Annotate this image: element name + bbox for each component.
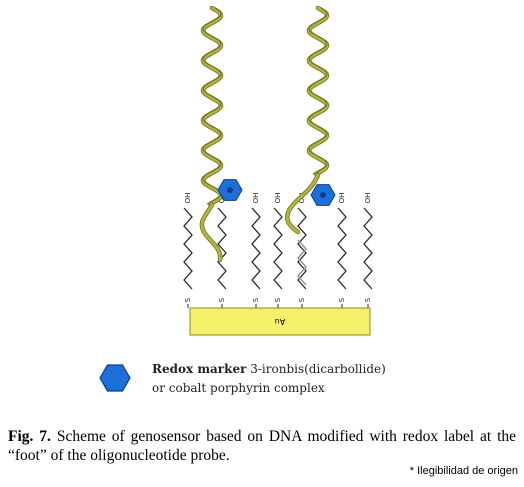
caption-text: Scheme of genosensor based on DNA modifi… — [8, 428, 517, 464]
alkanethiol-chain: SOH — [296, 193, 308, 308]
thiol-label: S — [274, 297, 282, 302]
thiol-label: S — [252, 297, 260, 302]
chain-zigzag — [217, 207, 227, 290]
dna-foot-fill — [285, 173, 320, 234]
alkanethiol-chain: S OH — [363, 193, 373, 308]
dna-strand — [308, 7, 328, 175]
legend-title: Redox marker — [152, 362, 247, 376]
redox-marker — [217, 179, 243, 201]
legend-line-2: or cobalt porphyrin complex — [152, 381, 325, 395]
thiol-label: S — [364, 297, 372, 302]
dna-foot-right — [284, 172, 321, 235]
legend-text: Redox marker 3-ironbis(dicarbollide) or … — [152, 360, 472, 398]
chain-zigzag — [183, 207, 193, 290]
chain-zigzag — [363, 207, 373, 290]
dna-helix-right — [306, 5, 330, 177]
hydroxyl-label: OH — [364, 193, 372, 204]
hydroxyl-label: OH — [338, 193, 346, 204]
chain-zigzag — [337, 207, 347, 290]
legend-line-1-rest: 3-ironbis(dicarbollide) — [246, 362, 386, 376]
figure-label: Fig. 7. — [8, 428, 51, 445]
alkanethiol-chain: S OH — [273, 193, 283, 308]
gold-electrode — [189, 307, 371, 336]
dna-probe-helices — [199, 5, 330, 263]
dna-helix-left — [200, 5, 224, 207]
electrode-label: Au — [275, 317, 286, 326]
dna-strand — [202, 7, 222, 205]
thiol-label: S — [184, 297, 192, 302]
thiol-label: S — [338, 297, 346, 302]
redox-marker — [310, 184, 336, 206]
hexagon-icon — [99, 364, 131, 392]
figure-caption: Fig. 7. Scheme of genosensor based on DN… — [8, 427, 516, 465]
dna-strand — [201, 6, 223, 206]
thiol-label: S — [298, 297, 306, 302]
legend-line-1: Redox marker 3-ironbis(dicarbollide) — [152, 360, 472, 379]
footnote: * Ilegibilidad de origen — [409, 465, 518, 477]
dna-foot-left — [199, 202, 223, 263]
hydroxyl-label: OH — [252, 193, 260, 204]
chain-zigzag — [251, 207, 261, 290]
marker-center — [227, 187, 233, 193]
hydroxyl-label: OH — [184, 193, 192, 204]
dna-strand — [307, 6, 329, 176]
marker-center — [320, 192, 326, 198]
hydroxyl-label: OH — [274, 193, 282, 204]
chain-zigzag — [297, 207, 307, 290]
chain-zigzag — [273, 207, 283, 290]
dna-foot-fill — [200, 203, 222, 262]
alkanethiol-chain: S OH — [337, 193, 347, 308]
probe-linker — [296, 239, 308, 286]
thiol-label: S — [218, 297, 226, 302]
alkanethiol-chain: S OH — [251, 193, 261, 308]
alkanethiol-chain: S OH — [183, 193, 193, 308]
redox-markers — [217, 179, 336, 206]
